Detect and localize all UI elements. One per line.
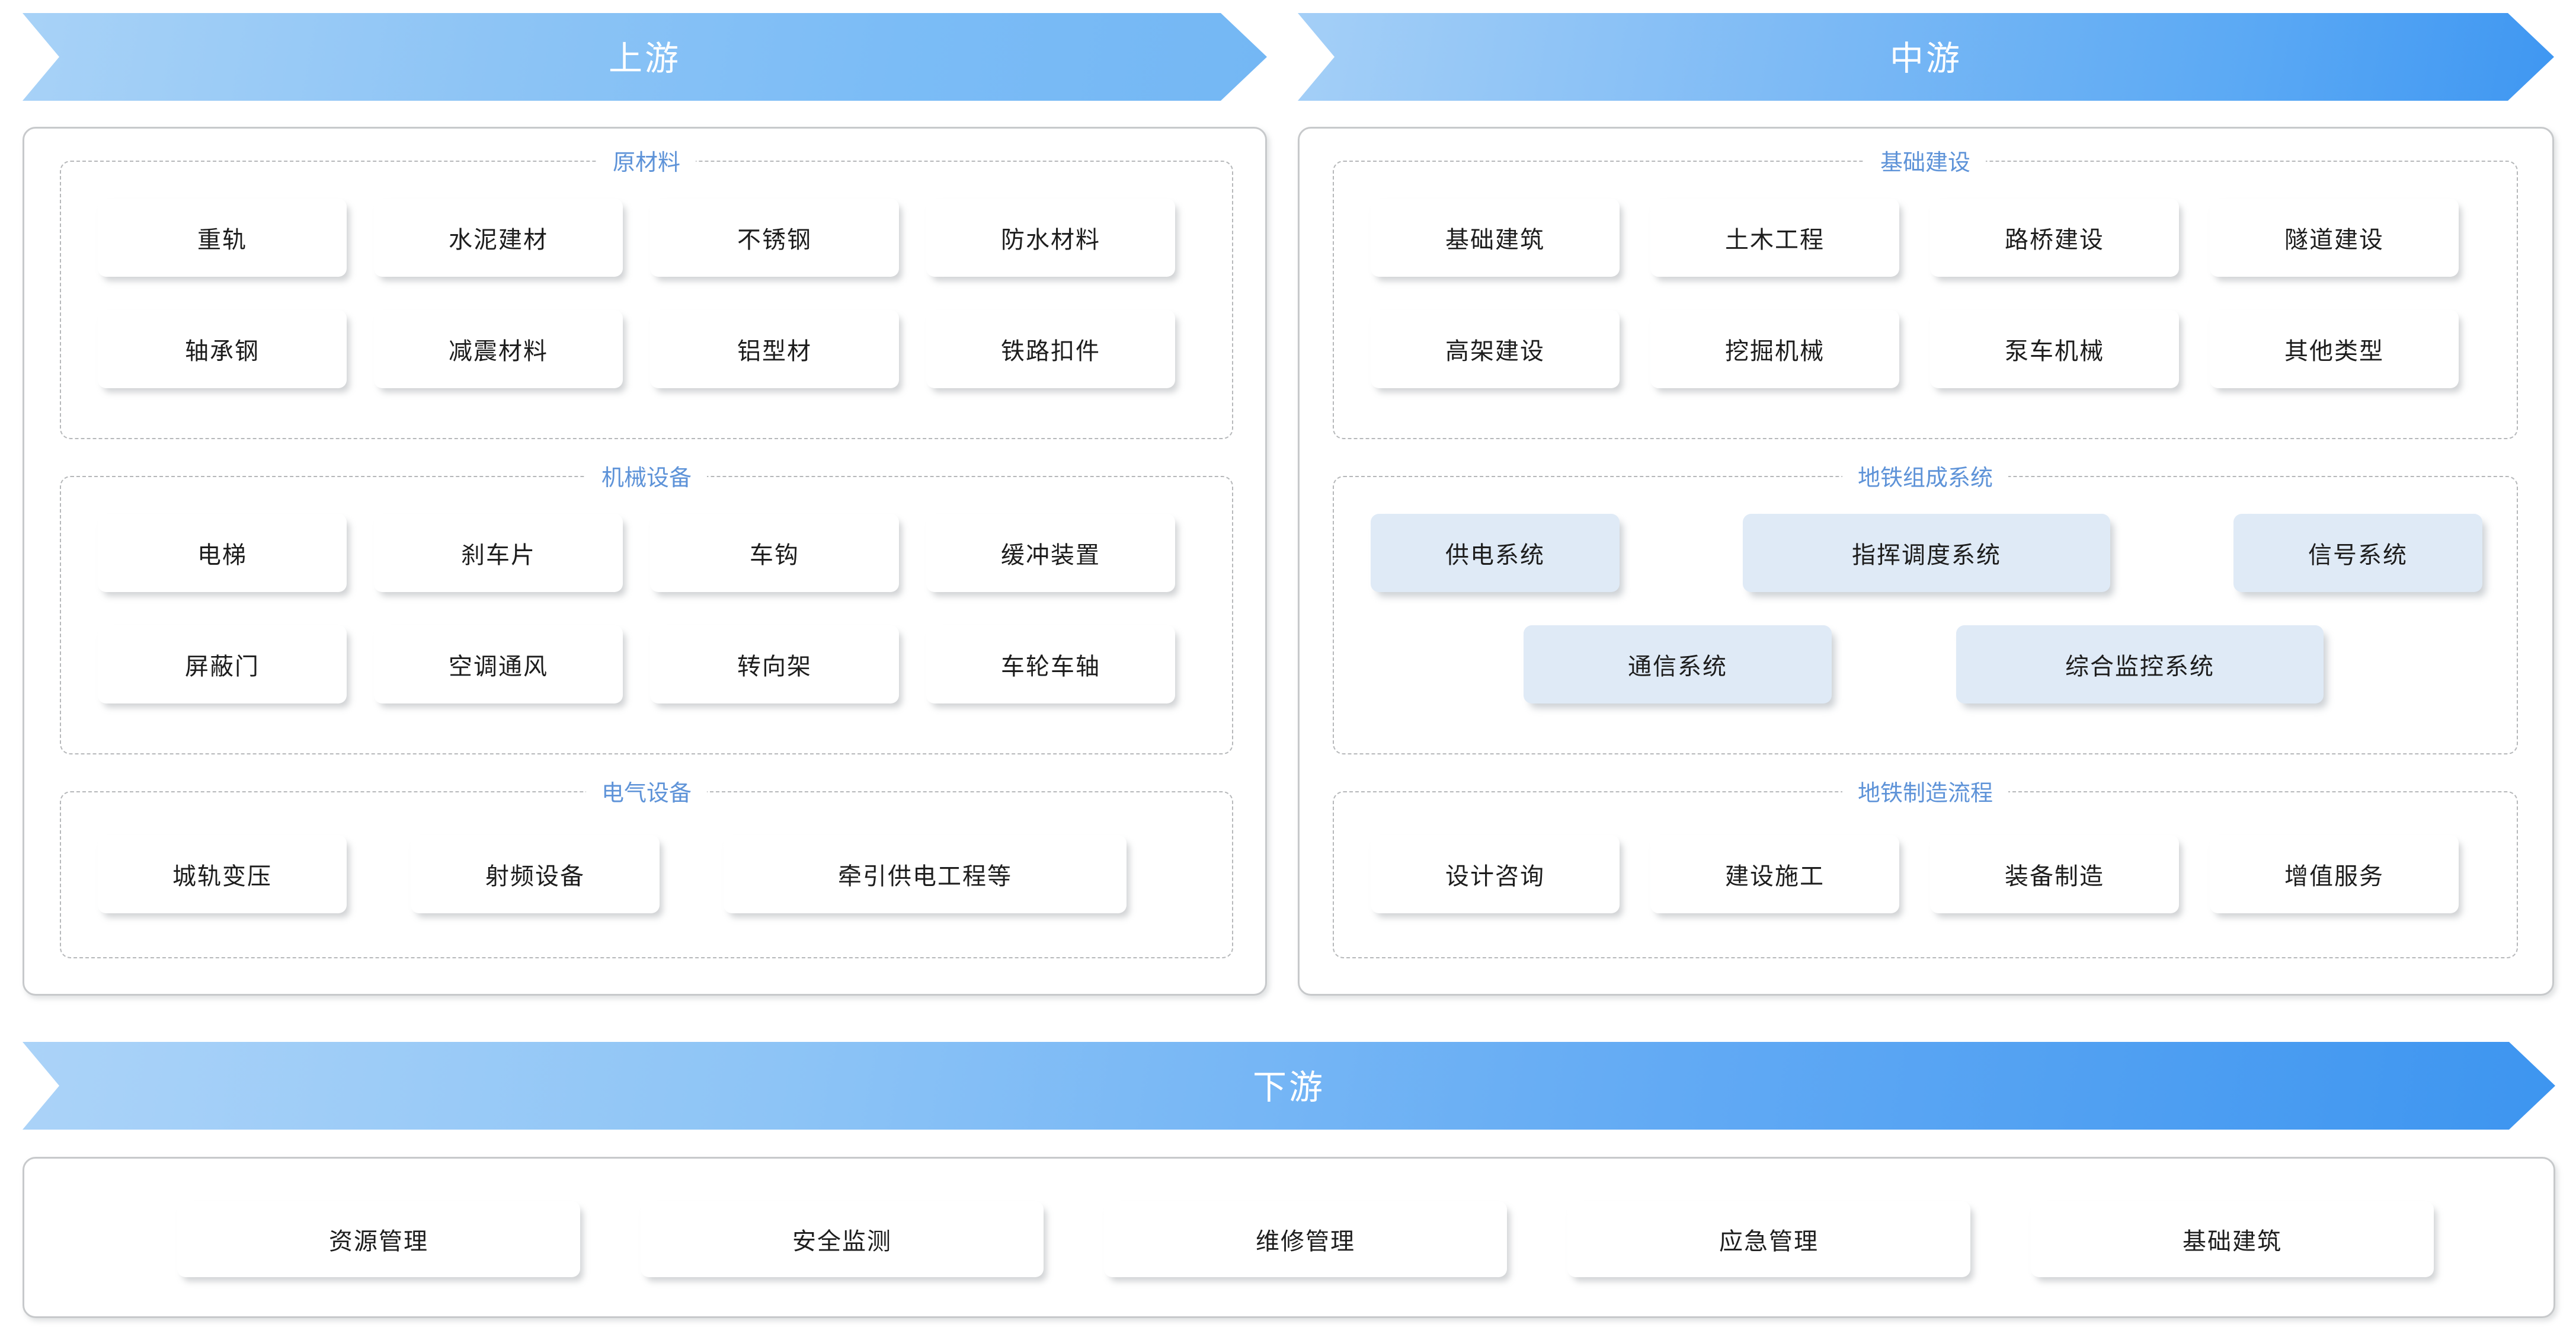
card-power-supply-system[interactable]: 供电系统 [1371, 514, 1620, 592]
card-maintenance-management[interactable]: 维修管理 [1104, 1201, 1507, 1277]
card-bearing-steel[interactable]: 轴承钢 [98, 310, 347, 388]
card-traction-power-supply[interactable]: 牵引供电工程等 [724, 835, 1127, 913]
group-title-metro-system-composition: 地铁组成系统 [1842, 459, 2009, 492]
group-title-infrastructure-construction: 基础建设 [1864, 144, 1986, 177]
card-bogie[interactable]: 转向架 [650, 625, 899, 703]
card-buffer-device[interactable]: 缓冲装置 [926, 514, 1175, 592]
card-emergency-management[interactable]: 应急管理 [1567, 1201, 1970, 1277]
card-coupler[interactable]: 车钩 [650, 514, 899, 592]
card-wheel-axle[interactable]: 车轮车轴 [926, 625, 1175, 703]
group-infrastructure-construction: 基础建设 基础建筑 土木工程 路桥建设 隧道建设 高架建设 挖掘机械 泵车机械 … [1333, 144, 2518, 439]
card-elevator[interactable]: 电梯 [98, 514, 347, 592]
group-title-raw-materials: 原材料 [597, 144, 696, 177]
card-waterproof-material[interactable]: 防水材料 [926, 199, 1175, 277]
group-title-electrical-equipment: 电气设备 [585, 775, 708, 807]
card-communication-system[interactable]: 通信系统 [1524, 625, 1832, 703]
card-pump-truck-machinery[interactable]: 泵车机械 [1930, 310, 2179, 388]
banner-downstream: 下游 [23, 1042, 2555, 1130]
card-railway-fastener[interactable]: 铁路扣件 [926, 310, 1175, 388]
group-metro-system-composition: 地铁组成系统 供电系统 指挥调度系统 信号系统 通信系统 综合监控系统 [1333, 459, 2518, 754]
group-electrical-equipment: 电气设备 城轨变压 射频设备 牵引供电工程等 [60, 775, 1233, 958]
group-mechanical-equipment: 机械设备 电梯 刹车片 车钩 缓冲装置 屏蔽门 空调通风 转向架 车轮车轴 [60, 459, 1233, 754]
card-construction-施工[interactable]: 建设施工 [1650, 835, 1899, 913]
card-heavy-rail[interactable]: 重轨 [98, 199, 347, 277]
group-raw-materials: 原材料 重轨 水泥建材 不锈钢 防水材料 轴承钢 减震材料 铝型材 铁路扣件 [60, 144, 1233, 439]
card-aluminum-profile[interactable]: 铝型材 [650, 310, 899, 388]
panel-upstream: 原材料 重轨 水泥建材 不锈钢 防水材料 轴承钢 减震材料 铝型材 铁路扣件 机… [23, 127, 1267, 996]
card-signal-system[interactable]: 信号系统 [2233, 514, 2482, 592]
card-command-dispatch-system[interactable]: 指挥调度系统 [1743, 514, 2110, 592]
banner-upstream-label: 上游 [609, 40, 681, 78]
card-air-conditioning-ventilation[interactable]: 空调通风 [374, 625, 623, 703]
card-rf-equipment[interactable]: 射频设备 [411, 835, 660, 913]
card-foundation-building-downstream[interactable]: 基础建筑 [2031, 1201, 2434, 1277]
banner-upstream: 上游 [23, 13, 1267, 101]
card-foundation-building[interactable]: 基础建筑 [1371, 199, 1620, 277]
card-equipment-manufacturing[interactable]: 装备制造 [1930, 835, 2179, 913]
card-stainless-steel[interactable]: 不锈钢 [650, 199, 899, 277]
card-cement-material[interactable]: 水泥建材 [374, 199, 623, 277]
panel-downstream: 资源管理 安全监测 维修管理 应急管理 基础建筑 [23, 1157, 2555, 1318]
card-platform-screen-door[interactable]: 屏蔽门 [98, 625, 347, 703]
panel-midstream: 基础建设 基础建筑 土木工程 路桥建设 隧道建设 高架建设 挖掘机械 泵车机械 … [1298, 127, 2554, 996]
card-other-types[interactable]: 其他类型 [2210, 310, 2459, 388]
card-elevated-construction[interactable]: 高架建设 [1371, 310, 1620, 388]
card-urban-rail-transformer[interactable]: 城轨变压 [98, 835, 347, 913]
card-value-added-service[interactable]: 增值服务 [2210, 835, 2459, 913]
card-civil-engineering[interactable]: 土木工程 [1650, 199, 1899, 277]
card-design-consulting[interactable]: 设计咨询 [1371, 835, 1620, 913]
group-title-mechanical-equipment: 机械设备 [585, 459, 708, 492]
card-road-bridge-construction[interactable]: 路桥建设 [1930, 199, 2179, 277]
card-brake-pad[interactable]: 刹车片 [374, 514, 623, 592]
banner-midstream-label: 中游 [1890, 40, 1962, 78]
card-integrated-monitoring-system[interactable]: 综合监控系统 [1956, 625, 2324, 703]
card-safety-monitoring[interactable]: 安全监测 [641, 1201, 1044, 1277]
card-resource-management[interactable]: 资源管理 [177, 1201, 580, 1277]
group-metro-manufacturing-process: 地铁制造流程 设计咨询 建设施工 装备制造 增值服务 [1333, 775, 2518, 958]
card-tunnel-construction[interactable]: 隧道建设 [2210, 199, 2459, 277]
banner-downstream-label: 下游 [1253, 1069, 1325, 1106]
banner-midstream: 中游 [1298, 13, 2554, 101]
card-damping-material[interactable]: 减震材料 [374, 310, 623, 388]
card-excavation-machinery[interactable]: 挖掘机械 [1650, 310, 1899, 388]
group-title-metro-manufacturing-process: 地铁制造流程 [1842, 775, 2009, 807]
